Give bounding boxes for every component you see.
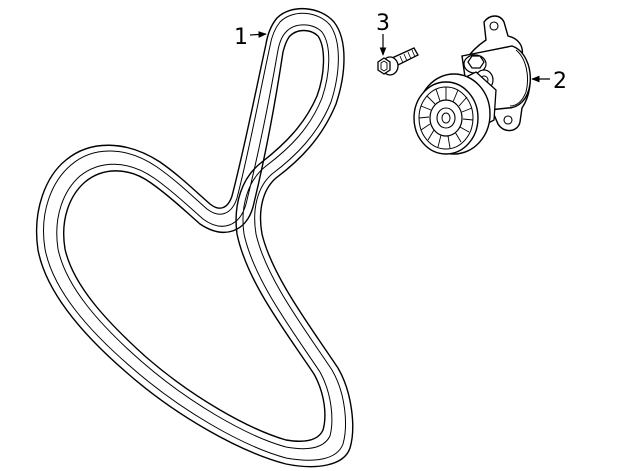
callout-2-label: 2 — [553, 69, 567, 94]
idler-pulley — [413, 73, 491, 155]
callout-3: 3 — [376, 11, 390, 56]
callout-3-label: 3 — [376, 11, 390, 36]
bolt-threads — [399, 49, 416, 64]
bracket-top-hole — [489, 21, 499, 31]
belt-inner-rib — [56, 24, 333, 450]
belt-tensioner — [413, 15, 531, 155]
tensioner-body-ring — [509, 49, 529, 107]
callout-1-leader — [249, 31, 267, 38]
callout-1-label: 1 — [234, 25, 248, 50]
pivot-bolt-head — [467, 55, 485, 69]
pulley-bore — [441, 112, 451, 124]
bolt-hex-head — [377, 57, 391, 75]
bolt — [377, 47, 419, 76]
callout-2: 2 — [531, 69, 567, 94]
serpentine-belt — [35, 7, 354, 468]
bolt-hex-face — [380, 60, 388, 72]
belt-outer-edge — [35, 7, 354, 468]
bracket-bottom-hole — [503, 115, 513, 125]
belt-outer-rib — [43, 12, 346, 461]
callout-1: 1 — [234, 25, 267, 50]
belt-inner-edge — [63, 29, 326, 442]
pulley-ribs — [418, 87, 474, 149]
